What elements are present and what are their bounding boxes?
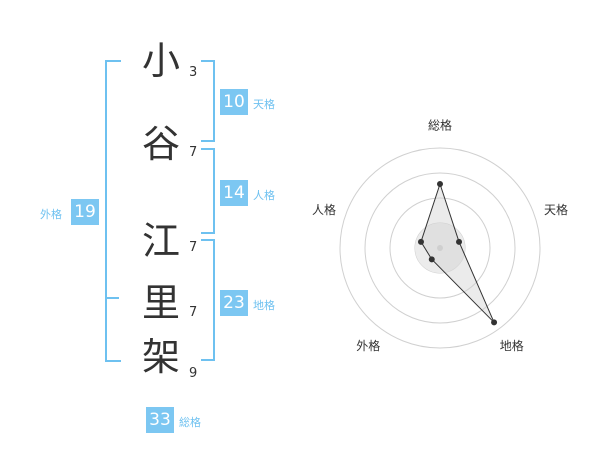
gaikaku-value: 19 (71, 199, 99, 225)
soukaku-value: 33 (146, 407, 174, 433)
axis-label-3: 地格 (500, 338, 524, 353)
axis-label-5: 人格 (312, 202, 336, 217)
name-char-4: 里 (142, 281, 181, 325)
grid-ring-3 (364, 172, 516, 324)
center-dot (437, 245, 443, 251)
stroke-count-1: 3 (189, 65, 198, 80)
data-point-5 (417, 238, 424, 245)
tenkaku-label: 天格 (253, 98, 275, 111)
soukaku-label: 総格 (179, 416, 201, 429)
name-char-2: 谷 (142, 122, 181, 166)
chikaku-label: 地格 (253, 299, 275, 312)
stroke-count-4: 7 (189, 305, 198, 320)
jinkaku-bracket (201, 148, 215, 234)
data-point-3 (491, 319, 498, 326)
stroke-count-3: 7 (189, 240, 198, 255)
data-polygon (420, 182, 495, 323)
name-char-5: 架 (142, 335, 181, 379)
gaikaku-bracket (105, 60, 121, 362)
jinkaku-label: 人格 (253, 189, 275, 202)
stroke-count-5: 9 (189, 366, 198, 381)
data-point-2 (456, 238, 463, 245)
axis-label-2: 天格 (544, 202, 568, 217)
gaikaku-label: 外格 (40, 208, 62, 221)
grid-ring-2 (389, 197, 491, 299)
data-point-4 (428, 256, 435, 263)
axis-label-4: 外格 (356, 338, 380, 353)
name-char-3: 江 (142, 219, 181, 263)
chikaku-bracket (201, 239, 215, 361)
jinkaku-value: 14 (220, 180, 248, 206)
stroke-count-2: 7 (189, 145, 198, 160)
data-point-1 (437, 181, 443, 187)
gaikaku-bracket-tick (105, 297, 119, 299)
axis-label-1: 総格 (428, 118, 452, 133)
grid-ring-4 (339, 147, 541, 349)
tenkaku-value: 10 (220, 89, 248, 115)
tenkaku-bracket (201, 60, 215, 142)
chikaku-value: 23 (220, 290, 248, 316)
name-char-1: 小 (142, 39, 181, 83)
